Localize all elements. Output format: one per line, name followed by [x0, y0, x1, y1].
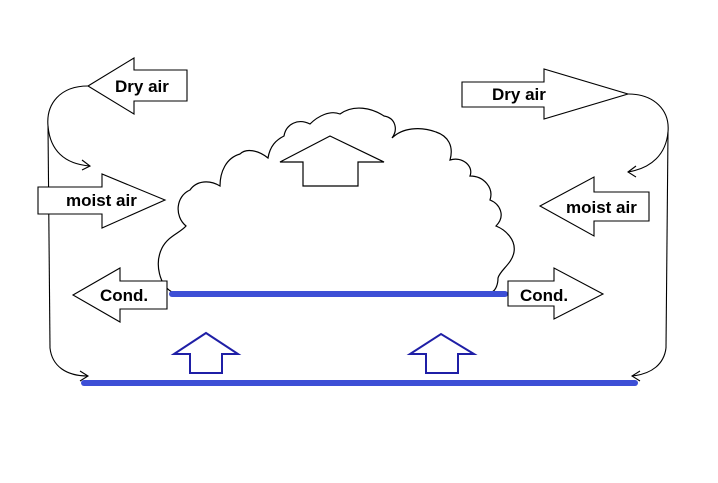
updraft-arrow-cloud	[279, 135, 385, 187]
cond-label-right: Cond.	[520, 286, 568, 305]
cond-label-left: Cond.	[100, 286, 148, 305]
cond-arrow-left	[71, 267, 168, 323]
surface-up-arrow-left	[170, 331, 242, 374]
right-loop-arrowhead-bottom	[630, 370, 641, 382]
right-loop-arrowhead-top	[627, 165, 637, 178]
dry-air-label-left: Dry air	[115, 77, 169, 96]
right-circulation-curve-top	[627, 93, 669, 173]
moist-air-arrow-right	[538, 176, 650, 237]
moist-air-label-right: moist air	[566, 198, 637, 217]
cond-arrow-right	[507, 267, 605, 320]
left-circulation-curve-top	[47, 85, 91, 167]
dry-air-arrow-right	[461, 68, 630, 120]
surface-up-arrow-right	[406, 332, 478, 374]
left-loop-arrowhead-bottom	[79, 370, 90, 382]
right-downdraft-line	[665, 131, 669, 349]
dry-air-label-right: Dry air	[492, 85, 546, 104]
dry-air-arrow-left	[86, 57, 188, 115]
left-circulation-curve-bottom	[49, 347, 89, 377]
right-circulation-curve-bottom	[631, 347, 667, 377]
moist-air-arrow-left	[37, 173, 167, 229]
left-downdraft-line	[47, 125, 51, 349]
left-loop-arrowhead-top	[81, 159, 92, 171]
moist-air-label-left: moist air	[66, 191, 137, 210]
cloud-outline	[157, 107, 515, 293]
